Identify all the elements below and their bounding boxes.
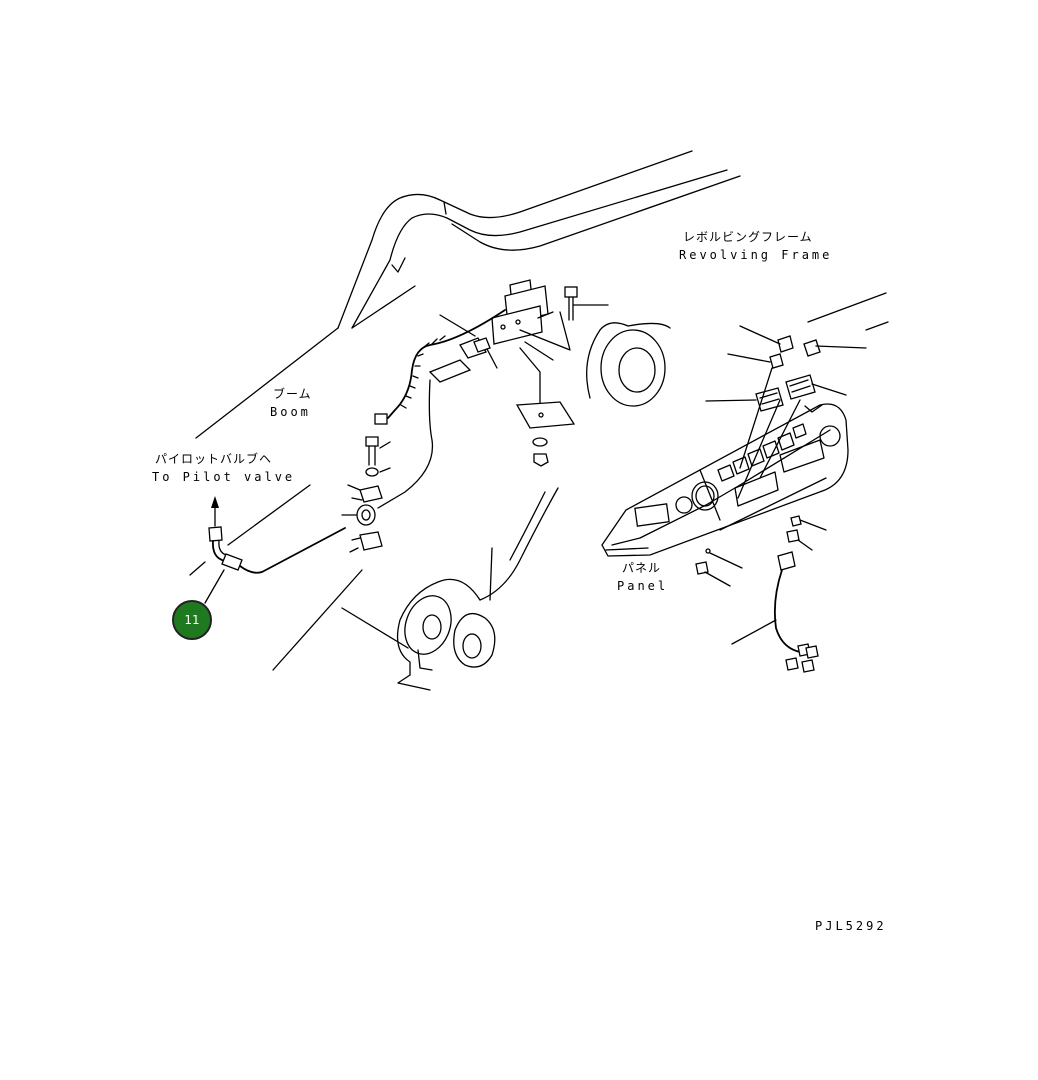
part-callout-number: 11 <box>184 613 200 627</box>
boom-outline <box>195 150 741 439</box>
panel-console <box>601 403 849 557</box>
panel-label-jp: パネル <box>622 561 662 575</box>
boom-label-en: Boom <box>270 405 311 419</box>
pilot-hose <box>189 496 346 604</box>
revolving-frame-part <box>586 292 889 407</box>
solenoid-block <box>491 279 609 467</box>
panel-switches <box>705 325 867 499</box>
wire-harness <box>374 309 506 509</box>
panel-screws-harness <box>695 515 827 673</box>
boom-foot <box>272 487 559 691</box>
revolving-frame-label-jp: レボルビングフレーム <box>683 230 813 244</box>
part-callout-11[interactable]: 11 <box>172 600 212 640</box>
panel-label-en: Panel <box>617 579 669 593</box>
pilot-valve-label-en: To Pilot valve <box>152 470 296 484</box>
drawing-code: PJL5292 <box>815 919 887 933</box>
bolt-clamp-set <box>227 436 391 553</box>
boom-label-jp: ブーム <box>273 387 312 401</box>
pilot-valve-label-jp: パイロットバルブヘ <box>155 452 273 466</box>
revolving-frame-label-en: Revolving Frame <box>679 248 833 262</box>
